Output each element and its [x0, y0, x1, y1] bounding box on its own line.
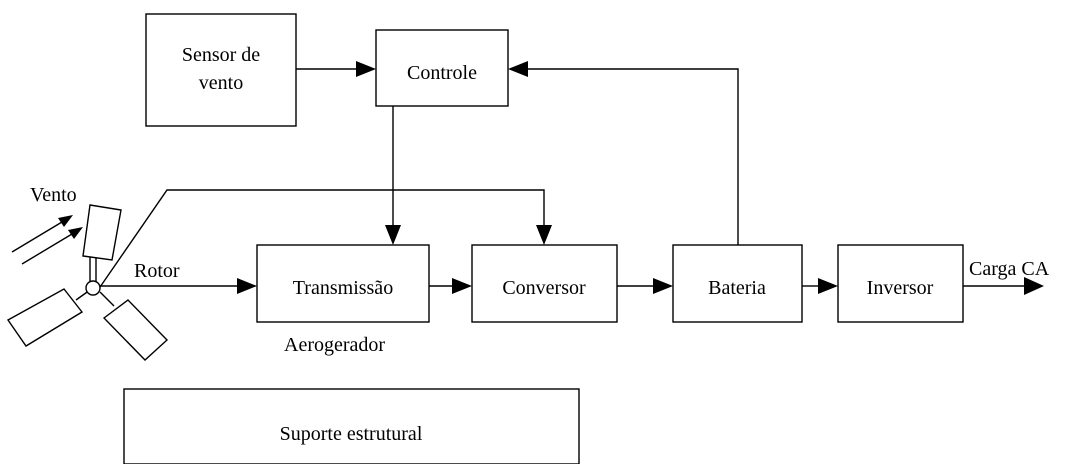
vento-label: Vento: [30, 184, 77, 206]
sensor-label-line2: vento: [199, 72, 243, 94]
inversor-to-carga-arrow: [1024, 277, 1044, 295]
bateria-label: Bateria: [708, 277, 766, 299]
suporte-box: [123, 388, 580, 464]
blade-upper: [82, 204, 122, 261]
rotor-hub: [85, 280, 101, 296]
rotor-to-transmissao-arrow: [237, 278, 257, 294]
transmissao-label: Transmissão: [293, 277, 393, 299]
inversor-label: Inversor: [867, 277, 934, 299]
aerogerador-label: Aerogerador: [284, 334, 385, 356]
conversor-to-bateria-arrow: [653, 278, 673, 294]
sensor-box: [145, 13, 297, 127]
wind-arrow-2-head: [68, 227, 83, 239]
suporte-label: Suporte estrutural: [280, 423, 423, 445]
conversor-label: Conversor: [502, 277, 586, 299]
controle-box: [375, 29, 509, 107]
rotor-to-conversor-line: [97, 189, 545, 291]
bateria-feedback-arrow: [508, 61, 528, 77]
bateria-feedback-line: [528, 68, 739, 245]
blade-lower-left: [6, 288, 84, 347]
transmissao-box: [256, 244, 430, 323]
blade-lower-right: [102, 299, 169, 361]
bateria-box: [672, 244, 803, 323]
wind-arrow-1-head: [58, 215, 73, 227]
rotor-to-conversor-arrow: [536, 225, 552, 245]
bateria-to-inversor-arrow: [818, 278, 838, 294]
rotor-label: Rotor: [134, 260, 180, 282]
conversor-box: [471, 244, 618, 323]
inversor-box: [837, 244, 964, 323]
sensor-to-controle-arrow: [356, 61, 376, 77]
wind-arrow-1-line: [11, 221, 63, 253]
turbine-icon: [6, 204, 169, 361]
blade-lower-right-shaft: [99, 291, 115, 307]
wind-arrow-2-line: [21, 233, 73, 265]
controle-to-transmissao-arrow: [385, 225, 401, 245]
controle-label: Controle: [407, 62, 477, 84]
sensor-label-line1: Sensor de: [182, 44, 260, 66]
transmissao-to-conversor-arrow: [452, 278, 472, 294]
carga-label: Carga CA: [969, 258, 1050, 280]
